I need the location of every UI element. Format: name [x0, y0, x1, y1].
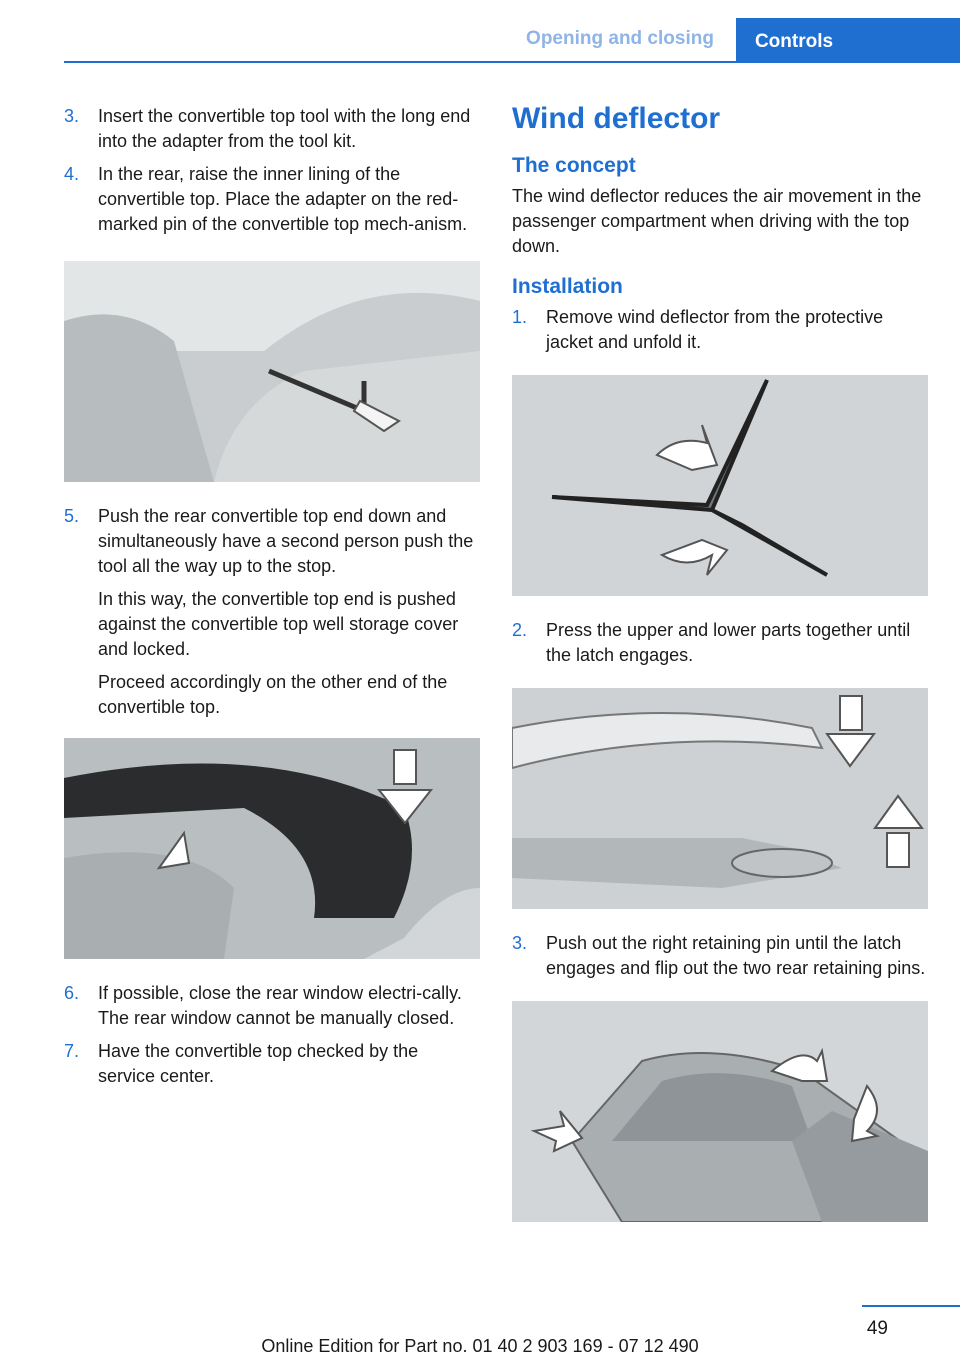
step-5-note-2: Proceed accordingly on the other end of … — [98, 672, 448, 717]
step-number: 7. — [64, 1041, 80, 1061]
figure-press-parts — [512, 688, 928, 909]
step-text: If possible, close the rear window elect… — [98, 983, 462, 1028]
step-text: In the rear, raise the inner lining of t… — [98, 164, 468, 234]
install-step-2: 2. Press the upper and lower parts toget… — [512, 618, 928, 668]
step-number: 3. — [512, 933, 528, 953]
step-text: Push the rear convertible top end down a… — [98, 506, 474, 576]
step-text: Have the convertible top checked by the … — [98, 1041, 419, 1086]
concept-heading: The concept — [512, 154, 636, 177]
step-5: 5. Push the rear convertible top end dow… — [64, 504, 480, 579]
step-5-note-1: In this way, the convertible top end is … — [98, 589, 459, 659]
step-4: 4. In the rear, raise the inner lining o… — [64, 162, 480, 237]
step-number: 3. — [64, 106, 80, 126]
left-column: 3. Insert the convertible top tool with … — [64, 104, 480, 1097]
step-3: 3. Insert the convertible top tool with … — [64, 104, 480, 154]
install-step-3: 3. Push out the right retaining pin unti… — [512, 931, 928, 981]
step-7: 7. Have the convertible top checked by t… — [64, 1039, 480, 1089]
step-number: 1. — [512, 307, 528, 327]
step-number: 5. — [64, 506, 80, 526]
header-section-label: Opening and closing — [526, 28, 714, 49]
page-number: 49 — [866, 1318, 888, 1339]
footer-rule — [862, 1305, 960, 1307]
step-text: Push out the right retaining pin until t… — [546, 933, 926, 978]
step-text: Press the upper and lower parts together… — [546, 620, 911, 665]
header-chapter-tab: Controls — [736, 18, 852, 62]
header-rule — [64, 61, 960, 63]
footer-edition: Online Edition for Part no. 01 40 2 903 … — [261, 1336, 699, 1356]
right-column: Wind deflector The concept The wind defl… — [512, 100, 928, 1244]
installation-heading: Installation — [512, 275, 623, 298]
figure-tool-in-adapter — [64, 261, 480, 482]
step-text: Insert the convertible top tool with the… — [98, 106, 471, 151]
header-tab-bar — [852, 18, 960, 62]
step-number: 6. — [64, 983, 80, 1003]
step-text: Remove wind deflector from the protectiv… — [546, 307, 884, 352]
step-number: 4. — [64, 164, 80, 184]
figure-push-top-end — [64, 738, 480, 959]
concept-text: The wind deflector reduces the air movem… — [512, 186, 922, 256]
section-title: Wind deflector — [512, 102, 721, 135]
figure-unfold-deflector — [512, 375, 928, 596]
step-number: 2. — [512, 620, 528, 640]
figure-retaining-pins — [512, 1001, 928, 1222]
install-step-1: 1. Remove wind deflector from the protec… — [512, 305, 928, 355]
step-6: 6. If possible, close the rear window el… — [64, 981, 480, 1031]
